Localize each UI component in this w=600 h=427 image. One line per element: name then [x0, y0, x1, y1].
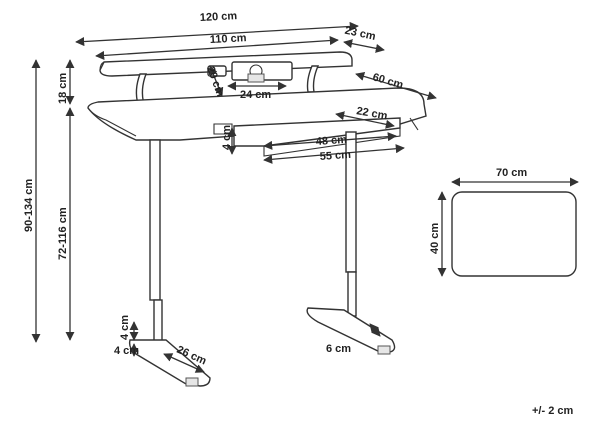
label-width-total: 120 cm [200, 10, 238, 24]
label-foot-height-upper: 4 cm [119, 315, 131, 340]
label-leg-width: 6 cm [326, 343, 351, 355]
shelf-leg-right [306, 65, 320, 93]
label-mat-depth: 40 cm [429, 223, 441, 254]
label-desk-height: 72-116 cm [57, 207, 69, 260]
label-drawer-inner: 48 cm [315, 134, 347, 148]
leg-left [128, 139, 211, 387]
label-shelf-depth: 23 cm [344, 25, 377, 43]
label-drawer-depth: 22 cm [355, 105, 388, 122]
label-foot-height-lower: 4 cm [114, 345, 139, 357]
desk-drawing [87, 51, 577, 387]
label-drawer-outer: 55 cm [319, 149, 351, 163]
label-shelf-height: 18 cm [57, 73, 69, 104]
label-shelf-width: 110 cm [210, 32, 247, 46]
label-mat-width: 70 cm [496, 167, 527, 179]
dimension-arrows [31, 21, 579, 373]
label-tolerance: +/- 2 cm [532, 405, 573, 417]
label-total-height: 90-134 cm [23, 179, 35, 232]
desk-mat [451, 191, 577, 277]
leg-right [306, 131, 396, 355]
label-drawer-height: 4 cm [221, 125, 233, 150]
label-monitor-gap: 24 cm [240, 89, 271, 101]
